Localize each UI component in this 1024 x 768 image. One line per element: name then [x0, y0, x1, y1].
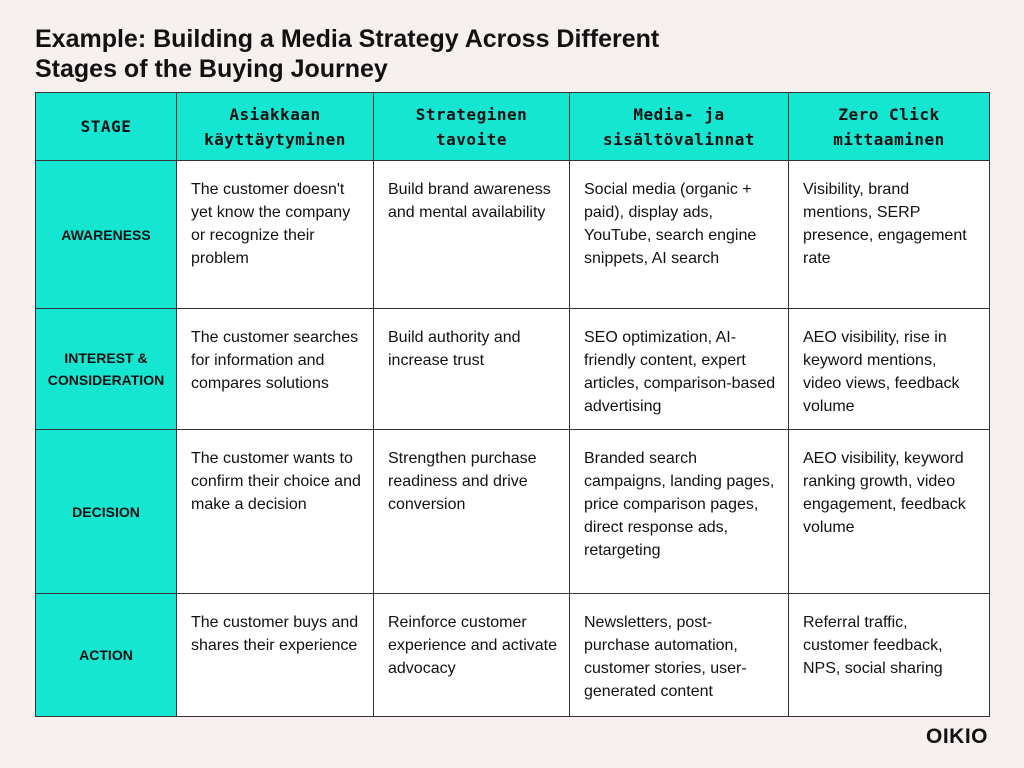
goal-text: Reinforce customer experience and activa…: [388, 614, 557, 677]
stage-cell-interest: INTEREST & CONSIDERATION: [35, 308, 177, 430]
stage-cell-decision: DECISION: [35, 429, 177, 594]
goal-cell: Build brand awareness and mental availab…: [373, 160, 570, 309]
header-row: STAGE Asiakkaan käyttäytyminen Strategin…: [35, 92, 990, 161]
title-line-1: Example: Building a Media Strategy Acros…: [35, 25, 660, 53]
table-row-action: ACTION The customer buys and shares thei…: [35, 593, 990, 717]
stage-cell-awareness: AWARENESS: [35, 160, 177, 309]
measurement-cell: AEO visibility, rise in keyword mentions…: [788, 308, 990, 430]
strategy-table: STAGE Asiakkaan käyttäytyminen Strategin…: [35, 92, 990, 717]
measurement-text: AEO visibility, keyword ranking growth, …: [803, 450, 966, 536]
goal-text: Strengthen purchase readiness and drive …: [388, 450, 537, 513]
media-cell: Social media (organic + paid), display a…: [569, 160, 789, 309]
header-media: Media- ja sisältövalinnat: [569, 92, 789, 161]
goal-cell: Reinforce customer experience and activa…: [373, 593, 570, 717]
header-behavior-label: Asiakkaan käyttäytyminen: [204, 104, 346, 149]
behavior-cell: The customer buys and shares their exper…: [176, 593, 374, 717]
table-row-awareness: AWARENESS The customer doesn't yet know …: [35, 160, 990, 309]
goal-text: Build brand awareness and mental availab…: [388, 181, 551, 221]
stage-label: AWARENESS: [61, 226, 151, 243]
media-cell: Branded search campaigns, landing pages,…: [569, 429, 789, 594]
header-measurement-label: Zero Click mittaaminen: [833, 104, 945, 149]
title-line-2: Stages of the Buying Journey: [35, 55, 388, 83]
table-row-interest: INTEREST & CONSIDERATION The customer se…: [35, 308, 990, 430]
header-goal: Strateginen tavoite: [373, 92, 570, 161]
stage-label: DECISION: [72, 503, 140, 520]
goal-text: Build authority and increase trust: [388, 329, 521, 369]
header-media-label: Media- ja sisältövalinnat: [603, 104, 755, 149]
measurement-cell: AEO visibility, keyword ranking growth, …: [788, 429, 990, 594]
media-text: Branded search campaigns, landing pages,…: [584, 450, 775, 559]
measurement-text: Visibility, brand mentions, SERP presenc…: [803, 181, 967, 267]
measurement-text: Referral traffic, customer feedback, NPS…: [803, 614, 943, 677]
stage-label: INTEREST & CONSIDERATION: [47, 350, 165, 388]
measurement-cell: Referral traffic, customer feedback, NPS…: [788, 593, 990, 717]
behavior-text: The customer searches for information an…: [191, 329, 359, 392]
header-measurement: Zero Click mittaaminen: [788, 92, 990, 161]
stage-cell-action: ACTION: [35, 593, 177, 717]
behavior-cell: The customer searches for information an…: [176, 308, 374, 430]
media-cell: Newsletters, post-purchase automation, c…: [569, 593, 789, 717]
behavior-cell: The customer doesn't yet know the compan…: [176, 160, 374, 309]
behavior-cell: The customer wants to confirm their choi…: [176, 429, 374, 594]
behavior-text: The customer buys and shares their exper…: [191, 614, 359, 654]
media-text: Newsletters, post-purchase automation, c…: [584, 614, 747, 700]
measurement-cell: Visibility, brand mentions, SERP presenc…: [788, 160, 990, 309]
goal-cell: Build authority and increase trust: [373, 308, 570, 430]
media-text: SEO optimization, AI-friendly content, e…: [584, 329, 776, 415]
page-title: Example: Building a Media Strategy Acros…: [35, 24, 935, 84]
measurement-text: AEO visibility, rise in keyword mentions…: [803, 329, 960, 415]
behavior-text: The customer wants to confirm their choi…: [191, 450, 361, 513]
oikio-logo: OIKIO: [925, 725, 988, 748]
header-stage-label: STAGE: [80, 117, 132, 136]
table-row-decision: DECISION The customer wants to confirm t…: [35, 429, 990, 594]
header-goal-label: Strateginen tavoite: [415, 104, 528, 149]
goal-cell: Strengthen purchase readiness and drive …: [373, 429, 570, 594]
media-text: Social media (organic + paid), display a…: [584, 181, 757, 267]
header-stage: STAGE: [35, 92, 177, 161]
behavior-text: The customer doesn't yet know the compan…: [191, 181, 351, 267]
media-cell: SEO optimization, AI-friendly content, e…: [569, 308, 789, 430]
header-behavior: Asiakkaan käyttäytyminen: [176, 92, 374, 161]
stage-label: ACTION: [79, 647, 133, 663]
